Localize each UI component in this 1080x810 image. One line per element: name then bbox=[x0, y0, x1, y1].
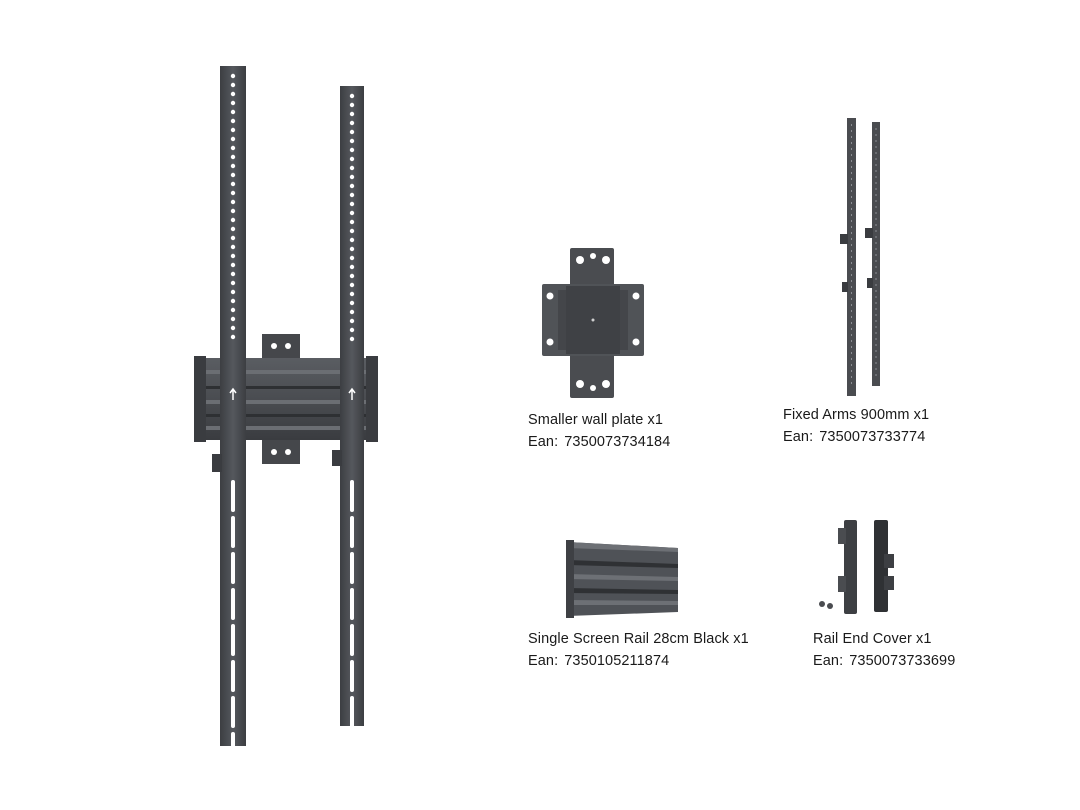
rail-end-cover-image bbox=[816, 514, 896, 616]
screen-rail-caption: Single Screen Rail 28cm Black x1 Ean:735… bbox=[528, 628, 749, 672]
rail-end-cover-caption: Rail End Cover x1 Ean:7350073733699 bbox=[813, 628, 955, 672]
wall-plate-image bbox=[540, 246, 646, 400]
product-name: Rail End Cover x1 bbox=[813, 631, 932, 647]
fixed-arms-image bbox=[836, 116, 886, 398]
wall-plate-caption: Smaller wall plate x1 Ean:7350073734184 bbox=[528, 409, 670, 453]
product-ean: Ean:7350073733699 bbox=[813, 653, 956, 669]
product-ean: Ean:7350105211874 bbox=[528, 653, 670, 669]
fixed-arms-caption: Fixed Arms 900mm x1 Ean:7350073733774 bbox=[783, 404, 929, 448]
product-name: Single Screen Rail 28cm Black x1 bbox=[528, 631, 749, 647]
screen-rail-image bbox=[564, 538, 680, 618]
product-ean: Ean:7350073733774 bbox=[783, 429, 926, 445]
assembled-mount-image bbox=[190, 60, 390, 750]
product-ean: Ean:7350073734184 bbox=[528, 434, 671, 450]
product-name: Fixed Arms 900mm x1 bbox=[783, 407, 930, 423]
product-name: Smaller wall plate x1 bbox=[528, 412, 664, 428]
